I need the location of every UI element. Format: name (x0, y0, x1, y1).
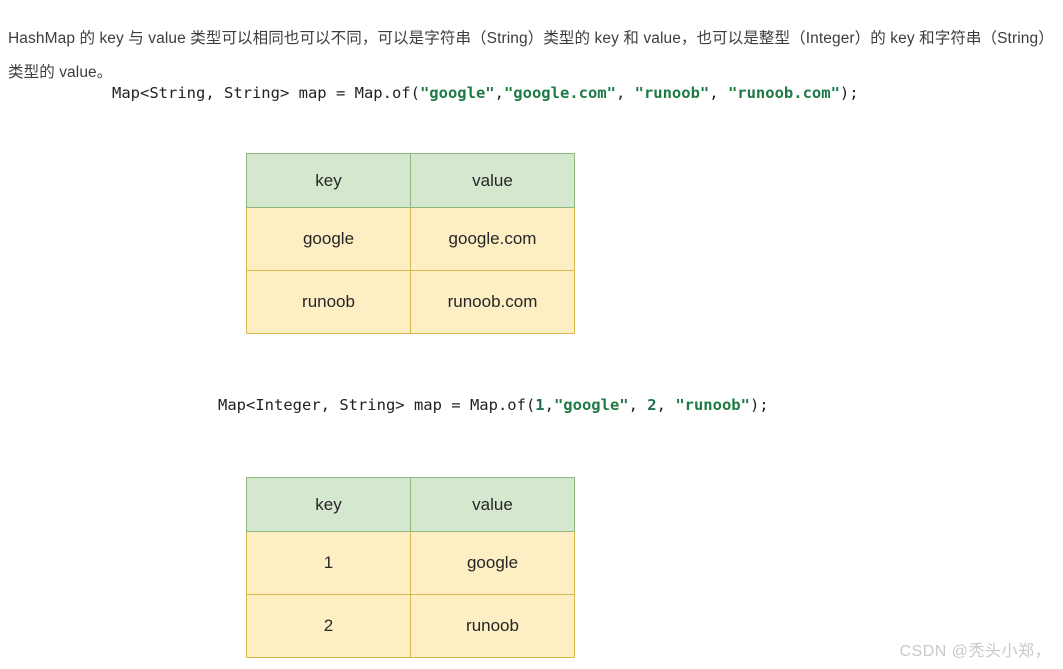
code-token-plain: , (544, 396, 554, 414)
table-cell-value: runoob.com (410, 270, 575, 334)
code-token-plain: Map<String, String> map = Map.of( (112, 84, 420, 102)
table-header-cell-value: value (410, 477, 575, 532)
code-token-string: "google" (419, 84, 495, 102)
csdn-watermark: CSDN @秃头小郑， (899, 643, 1051, 660)
table-cell-key: 1 (246, 531, 411, 595)
table-cell-value: google.com (410, 207, 575, 271)
code-token-plain: Map<Integer, String> map = Map.of( (218, 396, 536, 414)
table-header-row: key value (246, 153, 575, 208)
code-token-plain: , (656, 396, 676, 414)
table-row: 1 google (246, 531, 575, 595)
table-cell-key: runoob (246, 270, 411, 334)
table-row: google google.com (246, 207, 575, 271)
string-string-table: key value google google.com runoob runoo… (246, 153, 575, 334)
intro-paragraph: HashMap 的 key 与 value 类型可以相同也可以不同，可以是字符串… (8, 29, 1054, 81)
integer-string-table: key value 1 google 2 runoob (246, 477, 575, 658)
table-cell-value: google (410, 531, 575, 595)
code-token-number: 2 (647, 396, 657, 414)
table-header-cell-value: value (410, 153, 575, 208)
table-header-cell-key: key (246, 153, 411, 208)
code-token-string: "runoob" (634, 84, 710, 102)
code-token-number: 1 (535, 396, 545, 414)
table-header-row: key value (246, 477, 575, 532)
table-row: 2 runoob (246, 594, 575, 658)
code-token-plain: ); (749, 396, 769, 414)
table-header-cell-key: key (246, 477, 411, 532)
code-token-string: "google.com" (503, 84, 616, 102)
code-token-plain: , (709, 84, 728, 102)
code-token-string: "runoob.com" (727, 84, 840, 102)
code-token-plain: , (628, 396, 648, 414)
code-token-plain: ); (839, 84, 859, 102)
table-row: runoob runoob.com (246, 270, 575, 334)
code-token-plain: , (494, 84, 504, 102)
table-cell-key: 2 (246, 594, 411, 658)
code-token-string: "google" (553, 396, 629, 414)
code-line-map-of-integer-string: Map<Integer, String> map = Map.of(1,"goo… (218, 394, 769, 416)
table-cell-value: runoob (410, 594, 575, 658)
code-token-string: "runoob" (675, 396, 750, 414)
code-line-map-of-string-string: Map<String, String> map = Map.of("google… (112, 82, 859, 104)
table-cell-key: google (246, 207, 411, 271)
code-token-plain: , (615, 84, 635, 102)
